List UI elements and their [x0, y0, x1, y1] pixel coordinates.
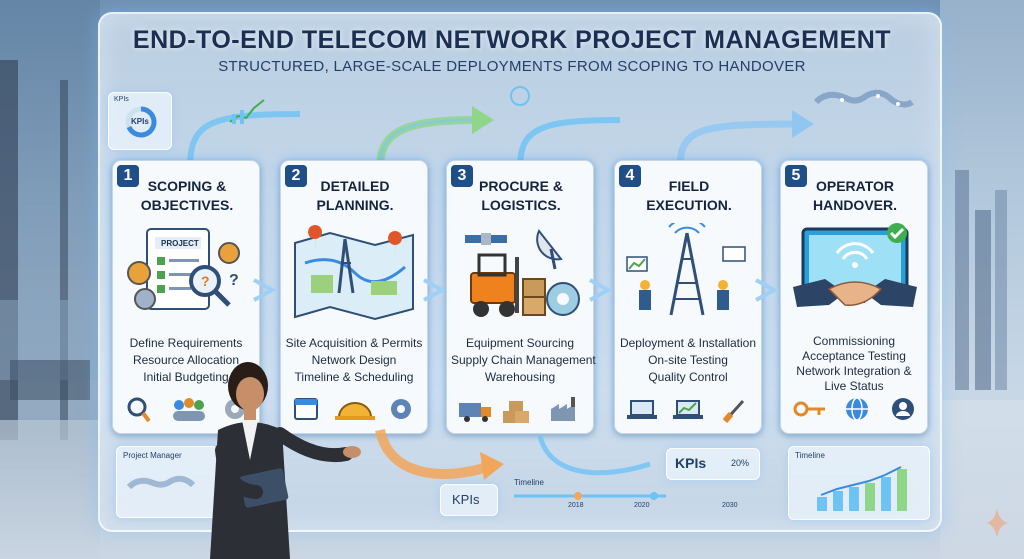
step-number: 3 — [451, 165, 473, 187]
checkmark-icon — [887, 223, 907, 243]
step-icons — [294, 398, 411, 420]
svg-text:?: ? — [229, 272, 239, 289]
step-card-scoping[interactable]: 1 SCOPING &OBJECTIVES. PROJECT ? ? Defin… — [112, 160, 260, 434]
timeline-widget: Timeline 2018 2020 — [510, 478, 670, 518]
flow-arrows-bottom — [375, 428, 651, 480]
step-icons — [793, 397, 914, 421]
timeline-chart-widget: Timeline — [788, 446, 930, 520]
kpi-ring-icon — [125, 106, 157, 138]
globe-icon — [846, 397, 868, 421]
mini-bar-chart-icon — [229, 99, 265, 124]
team-icon — [173, 398, 205, 421]
user-support-icon — [892, 398, 914, 420]
svg-text:PROJECT: PROJECT — [161, 239, 199, 248]
kpi-center-widget: KPIs 20% — [666, 448, 760, 480]
kpi-bottom-widget: KPIs — [440, 484, 498, 516]
cable-reel-icon — [546, 282, 580, 316]
wifi-icon — [835, 242, 875, 268]
laptop-icon — [627, 400, 657, 419]
gear-icon — [391, 399, 411, 419]
page-title: END-TO-END TELECOM NETWORK PROJECT MANAG… — [132, 26, 892, 54]
step-number: 1 — [117, 165, 139, 187]
hardhat-icon — [335, 402, 375, 420]
screwdriver-icon — [722, 399, 745, 423]
technician-icon — [639, 280, 651, 310]
step-icons — [627, 399, 745, 423]
boxes-icon — [503, 401, 529, 423]
magnifier-icon — [127, 397, 151, 423]
bar-chart-icon — [817, 466, 907, 511]
kpi-widget: KPIs KPIs — [108, 92, 172, 150]
step-number: 4 — [619, 165, 641, 187]
step-number: 5 — [785, 165, 807, 187]
svg-text:?: ? — [201, 273, 210, 289]
step-title: SCOPING &OBJECTIVES. — [140, 178, 234, 213]
step-number: 2 — [285, 165, 307, 187]
step-icons — [459, 397, 575, 423]
project-manager-figure — [210, 362, 361, 559]
technician-icon — [717, 280, 729, 310]
forklift-icon — [470, 253, 519, 317]
tower-installation-illustration — [626, 223, 746, 316]
project-document-illustration: PROJECT ? ? — [127, 228, 240, 310]
world-map-icon — [813, 89, 914, 108]
sparkle-icon — [986, 508, 1008, 538]
truck-icon — [459, 403, 491, 422]
flow-arrows-top — [187, 86, 814, 169]
dish-antenna-icon — [536, 229, 563, 270]
handshake-icon — [793, 279, 917, 307]
logistics-illustration — [465, 229, 580, 317]
page-subtitle: STRUCTURED, LARGE-SCALE DEPLOYMENTS FROM… — [218, 58, 806, 75]
key-icon — [793, 401, 825, 417]
flow-arrows-side — [253, 278, 779, 302]
calendar-icon — [294, 398, 318, 420]
cell-tower-icon — [668, 223, 706, 316]
project-manager-panel: Project Manager — [116, 446, 218, 518]
network-map-illustration — [294, 225, 414, 321]
satellite-icon — [465, 233, 507, 245]
timeline-bar — [514, 492, 666, 500]
step-title: PROCURE &LOGISTICS. — [478, 178, 563, 213]
factory-icon — [551, 397, 575, 421]
handshake-illustration — [793, 223, 917, 307]
chart-laptop-icon — [673, 400, 703, 419]
world-map-icon — [126, 475, 196, 490]
timeline-year-end: 2030 — [722, 502, 738, 509]
